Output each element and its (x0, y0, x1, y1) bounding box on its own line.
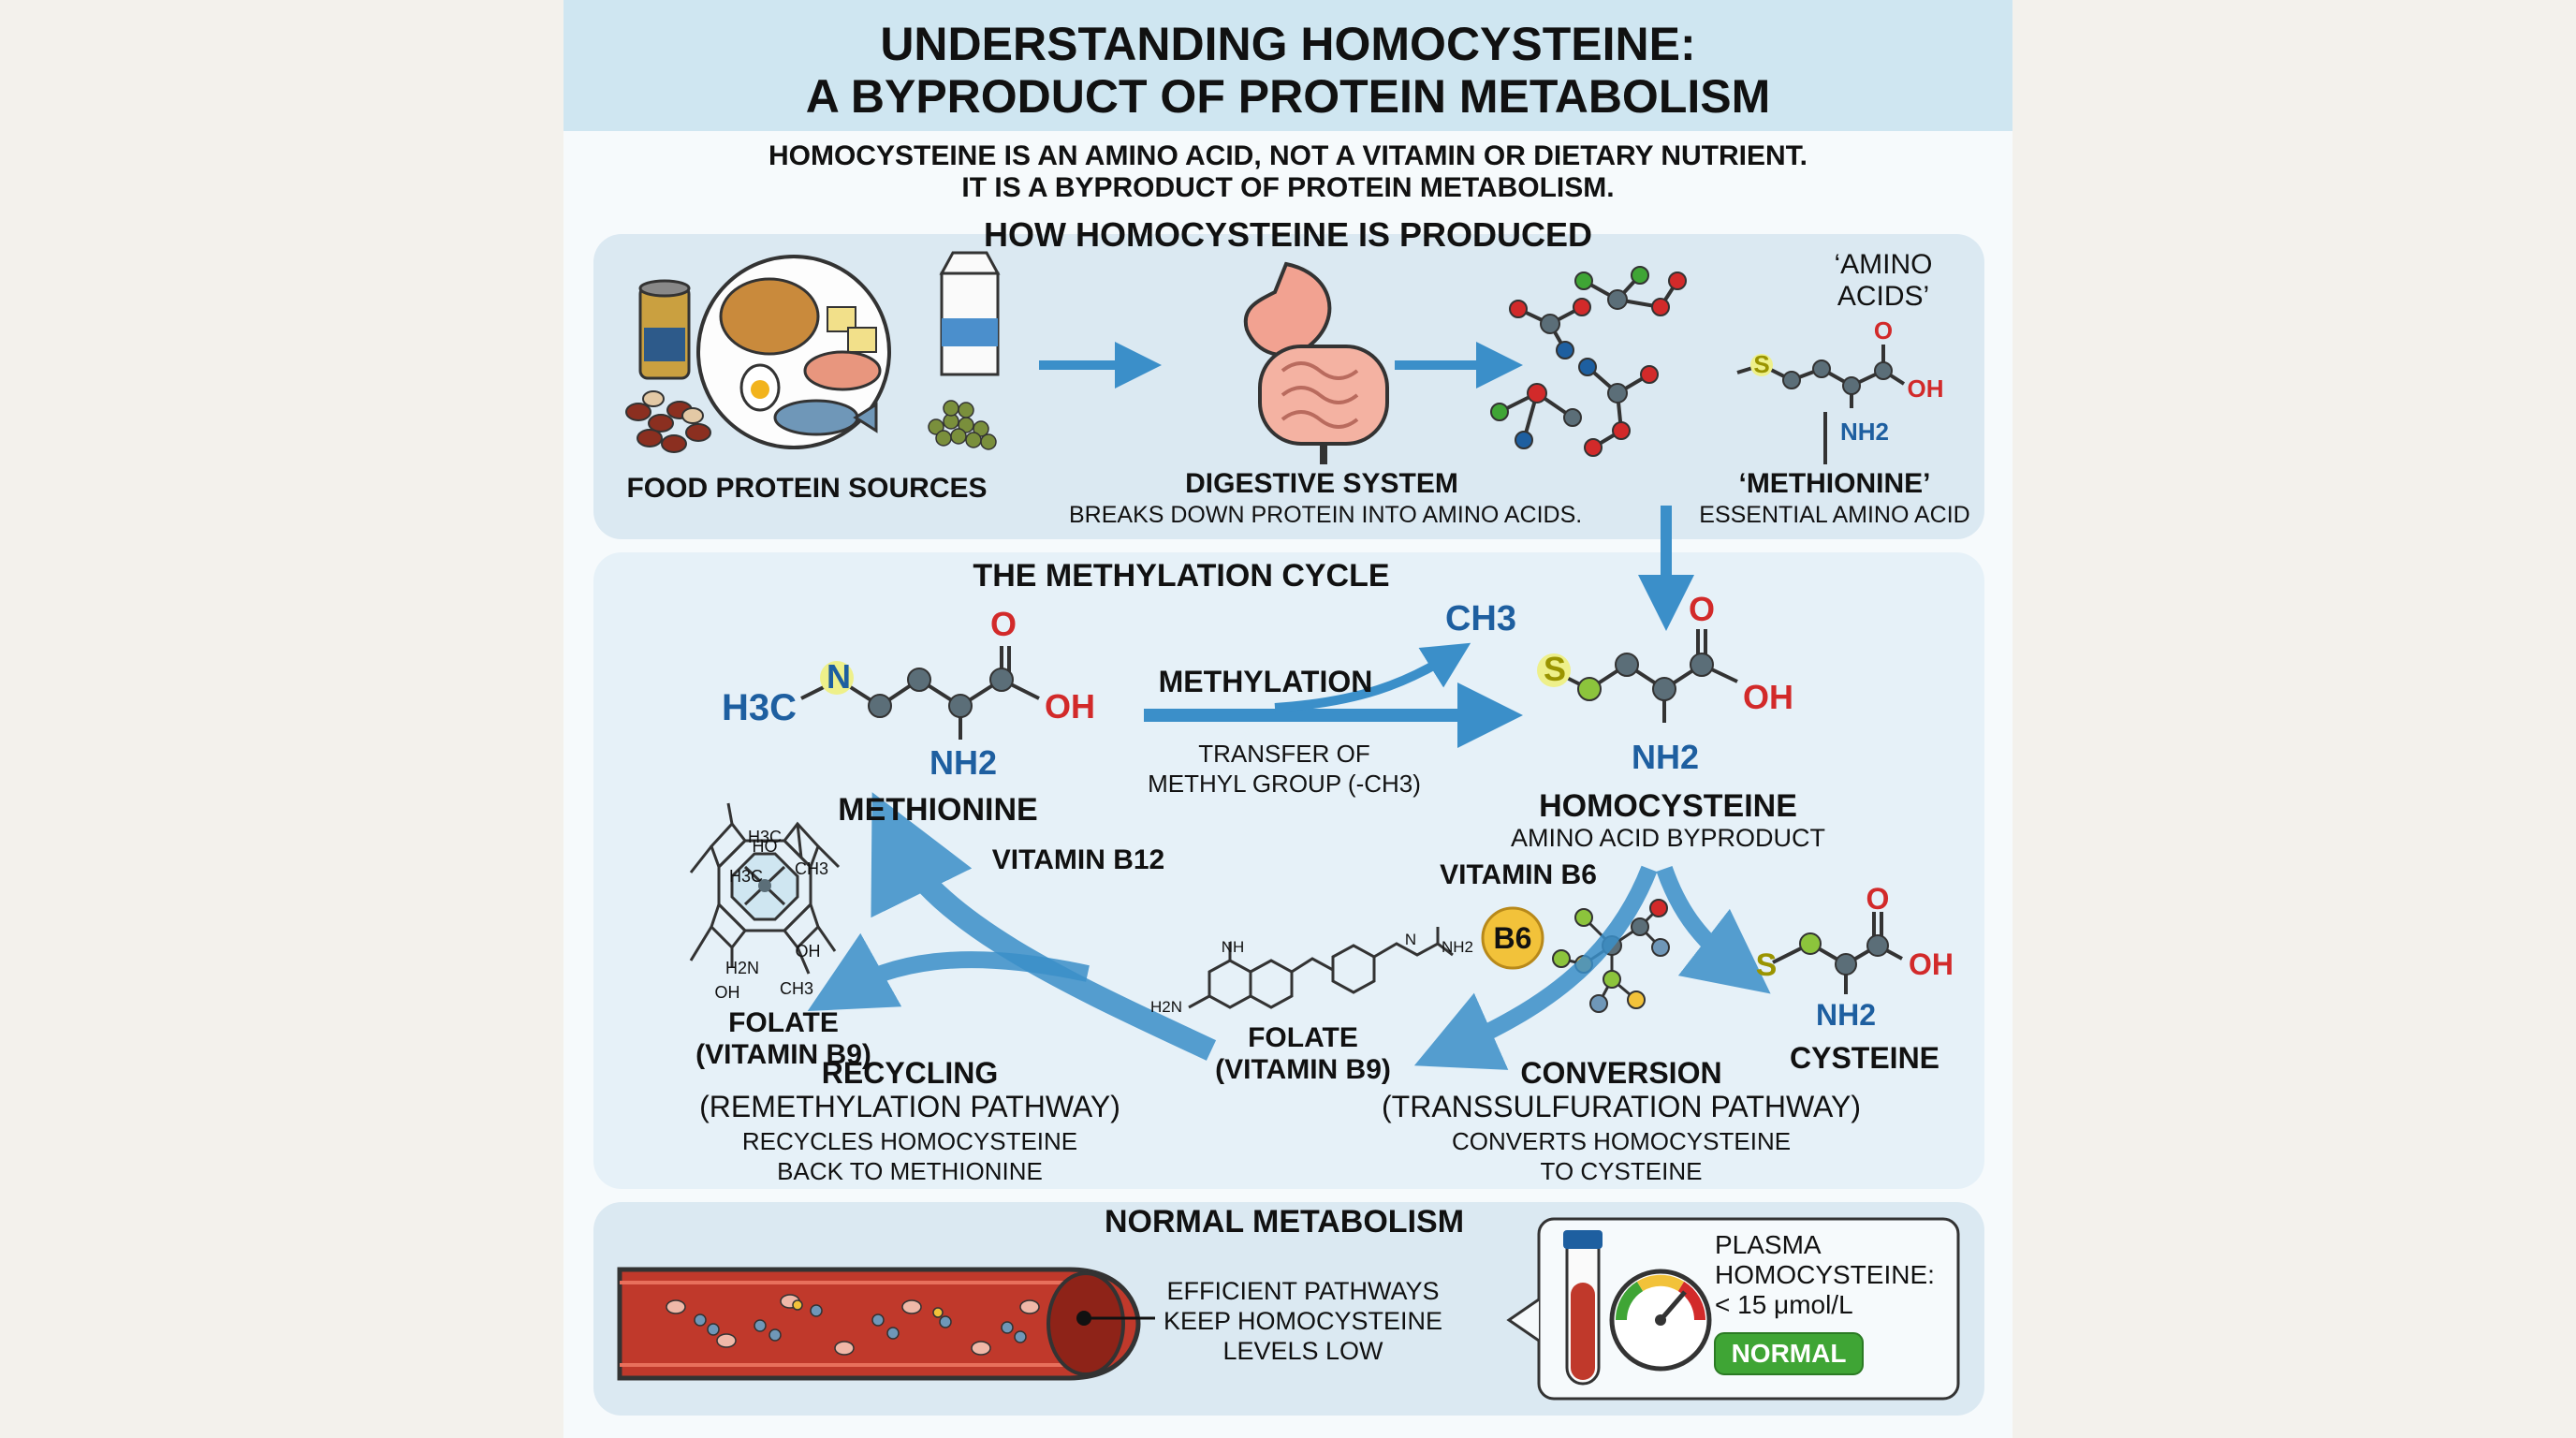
cysteine-s: S (1755, 947, 1778, 983)
production-heading: HOW HOMOCYSTEINE IS PRODUCED (983, 215, 1593, 254)
homocysteine-o: O (1688, 590, 1715, 628)
cysteine-name: CYSTEINE (1789, 1041, 1940, 1075)
folate-mid-h2n: H2N (1149, 998, 1182, 1016)
folate-struct-h3c-top: H3C (747, 828, 782, 846)
food-protein-label: FOOD PROTEIN SOURCES (626, 473, 988, 504)
cysteine-oh: OH (1909, 947, 1954, 981)
recycling-line-2: (REMETHYLATION PATHWAY) (699, 1090, 1120, 1123)
folate-left-line-2: (VITAMIN B9) (695, 1039, 871, 1070)
folate-struct-oh-bottom: OH (714, 983, 740, 1002)
methylation-cycle-heading: THE METHYLATION CYCLE (973, 558, 1390, 594)
folate-mid-n: N (1404, 931, 1417, 948)
intro-line-2: IT IS A BYPRODUCT OF PROTEIN METABOLISM. (961, 172, 1615, 203)
normal-status-badge: NORMAL (1731, 1339, 1847, 1368)
conversion-line-1: CONVERSION (1520, 1056, 1722, 1090)
folate-struct-ho: HO (752, 837, 778, 856)
digestive-system-icon (1243, 261, 1389, 464)
to-folate-arrow (807, 932, 1090, 1011)
methyl-transfer-arrow (1274, 642, 1471, 712)
methionine-desc: ESSENTIAL AMINO ACID (1699, 502, 1970, 528)
plasma-line-2: HOMOCYSTEINE: (1715, 1260, 1935, 1289)
homocysteine-s: S (1543, 650, 1566, 688)
methionine-label: ‘METHIONINE’ (1738, 468, 1931, 499)
normal-status-badge-bg (1714, 1332, 1864, 1375)
methionine-n: N (827, 657, 851, 696)
diagram-graphics (617, 251, 1960, 1401)
callout-line-2: KEEP HOMOCYSTEINE (1163, 1307, 1443, 1335)
methionine-oh: OH (1045, 687, 1095, 726)
conversion-line-4: TO CYSTEINE (1540, 1157, 1703, 1185)
title-banner (564, 0, 2012, 131)
homocysteine-structure (1555, 629, 1738, 723)
callout-line-3: LEVELS LOW (1222, 1337, 1383, 1365)
plasma-level-box (1506, 1217, 1960, 1401)
recycling-line-4: BACK TO METHIONINE (777, 1157, 1043, 1185)
recycling-line-1: RECYCLING (821, 1056, 999, 1090)
cysteine-o: O (1866, 882, 1890, 916)
homocysteine-oh: OH (1743, 678, 1793, 716)
folate-mid-line-1: FOLATE (1248, 1022, 1358, 1053)
digestive-desc: BREAKS DOWN PROTEIN INTO AMINO ACIDS. (1069, 502, 1583, 528)
title-line-2: A BYPRODUCT OF PROTEIN METABOLISM (805, 70, 1771, 123)
folate-struct-ch3-bottom: CH3 (779, 979, 813, 998)
vitamin-b12-label: VITAMIN B12 (991, 844, 1165, 875)
food-protein-icon (625, 251, 1001, 453)
title-line-1: UNDERSTANDING HOMOCYSTEINE: (880, 18, 1696, 70)
homocysteine-desc: AMINO ACID BYPRODUCT (1510, 824, 1826, 852)
folate-struct-h2n: H2N (724, 959, 759, 977)
plasma-value: < 15 μmol/L (1715, 1290, 1853, 1319)
methionine-h3c: H3C (721, 687, 798, 728)
vitamin-b6-badge-icon (1481, 906, 1544, 970)
folate-struct-h3c-mid: H3C (728, 867, 763, 886)
recycling-line-3: RECYCLES HOMOCYSTEINE (741, 1127, 1078, 1155)
normal-metabolism-heading: NORMAL METABOLISM (1104, 1204, 1465, 1240)
folate-mid-structure (1188, 927, 1454, 1009)
homocysteine-nh2: NH2 (1631, 738, 1700, 776)
methionine-nh2: NH2 (929, 743, 998, 782)
folate-struct-ch3-right: CH3 (794, 859, 828, 878)
conversion-line-2: (TRANSSULFURATION PATHWAY) (1382, 1090, 1861, 1123)
folate-struct-oh-right: OH (795, 942, 821, 961)
homocysteine-name: HOMOCYSTEINE (1539, 788, 1797, 824)
transfer-line-2: METHYL GROUP (-CH3) (1148, 770, 1421, 798)
digestive-title: DIGESTIVE SYSTEM (1185, 468, 1458, 499)
vitamin-b6-label: VITAMIN B6 (1440, 859, 1597, 890)
callout-line-1: EFFICIENT PATHWAYS (1166, 1277, 1440, 1305)
infographic-poster: UNDERSTANDING HOMOCYSTEINE: A BYPRODUCT … (564, 0, 2012, 1438)
cysteine-nh2: NH2 (1815, 998, 1876, 1032)
to-folate-b9-arrow (1413, 865, 1658, 1070)
folate-left-line-1: FOLATE (728, 1007, 839, 1038)
methionine-name: METHIONINE (838, 792, 1038, 828)
methionine-small-nh2: NH2 (1839, 418, 1889, 446)
conversion-line-3: CONVERTS HOMOCYSTEINE (1451, 1127, 1792, 1155)
plasma-line-1: PLASMA (1715, 1230, 1822, 1259)
methionine-small-o: O (1873, 316, 1894, 345)
intro-line-1: HOMOCYSTEINE IS AN AMINO ACID, NOT A VIT… (768, 140, 1808, 171)
blood-vessel-icon (617, 1267, 1155, 1381)
methionine-o: O (989, 605, 1017, 643)
to-cysteine-arrow (1656, 865, 1771, 994)
methylation-label: METHYLATION (1158, 665, 1373, 698)
folate-mid-nh: NH (1221, 938, 1245, 956)
folate-mid-line-2: (VITAMIN B9) (1215, 1054, 1391, 1085)
vitamin-b6-badge: B6 (1493, 921, 1532, 955)
amino-acids-label-1: ‘AMINO (1834, 249, 1933, 280)
amino-acids-label-2: ACIDS’ (1837, 281, 1930, 312)
methionine-small-oh: OH (1907, 374, 1944, 403)
folate-mid-nh2: NH2 (1441, 938, 1473, 956)
transfer-line-1: TRANSFER OF (1198, 740, 1370, 768)
methionine-small-s: S (1753, 350, 1770, 378)
methyl-ch3: CH3 (1444, 599, 1517, 638)
methylation-cycle-panel (593, 552, 1984, 1189)
